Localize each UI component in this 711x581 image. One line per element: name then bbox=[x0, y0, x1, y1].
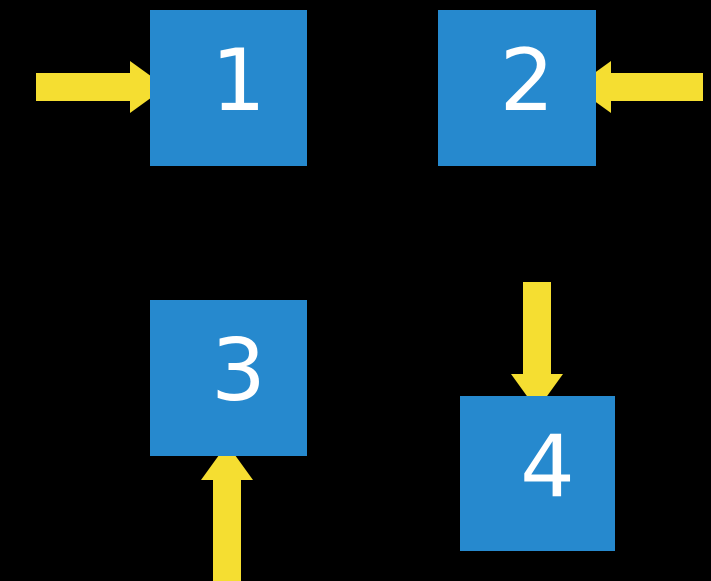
node-box-2[interactable]: 2 bbox=[438, 10, 596, 166]
node-box-3[interactable]: 3 bbox=[150, 300, 307, 456]
arrow-into-node-4-shape bbox=[511, 282, 563, 410]
node-label-4: 4 bbox=[520, 416, 575, 517]
node-box-1[interactable]: 1 bbox=[150, 10, 307, 166]
arrow-into-node-3-shape bbox=[201, 444, 253, 581]
arrow-into-node-3-icon bbox=[201, 444, 253, 581]
node-label-2: 2 bbox=[499, 31, 555, 131]
arrow-into-node-4-icon bbox=[511, 282, 563, 410]
node-label-3: 3 bbox=[211, 321, 266, 421]
arrow-into-node-1-shape bbox=[36, 61, 166, 113]
arrow-into-node-1-icon bbox=[36, 61, 166, 113]
node-box-4[interactable]: 4 bbox=[460, 396, 615, 551]
node-label-1: 1 bbox=[211, 31, 266, 131]
